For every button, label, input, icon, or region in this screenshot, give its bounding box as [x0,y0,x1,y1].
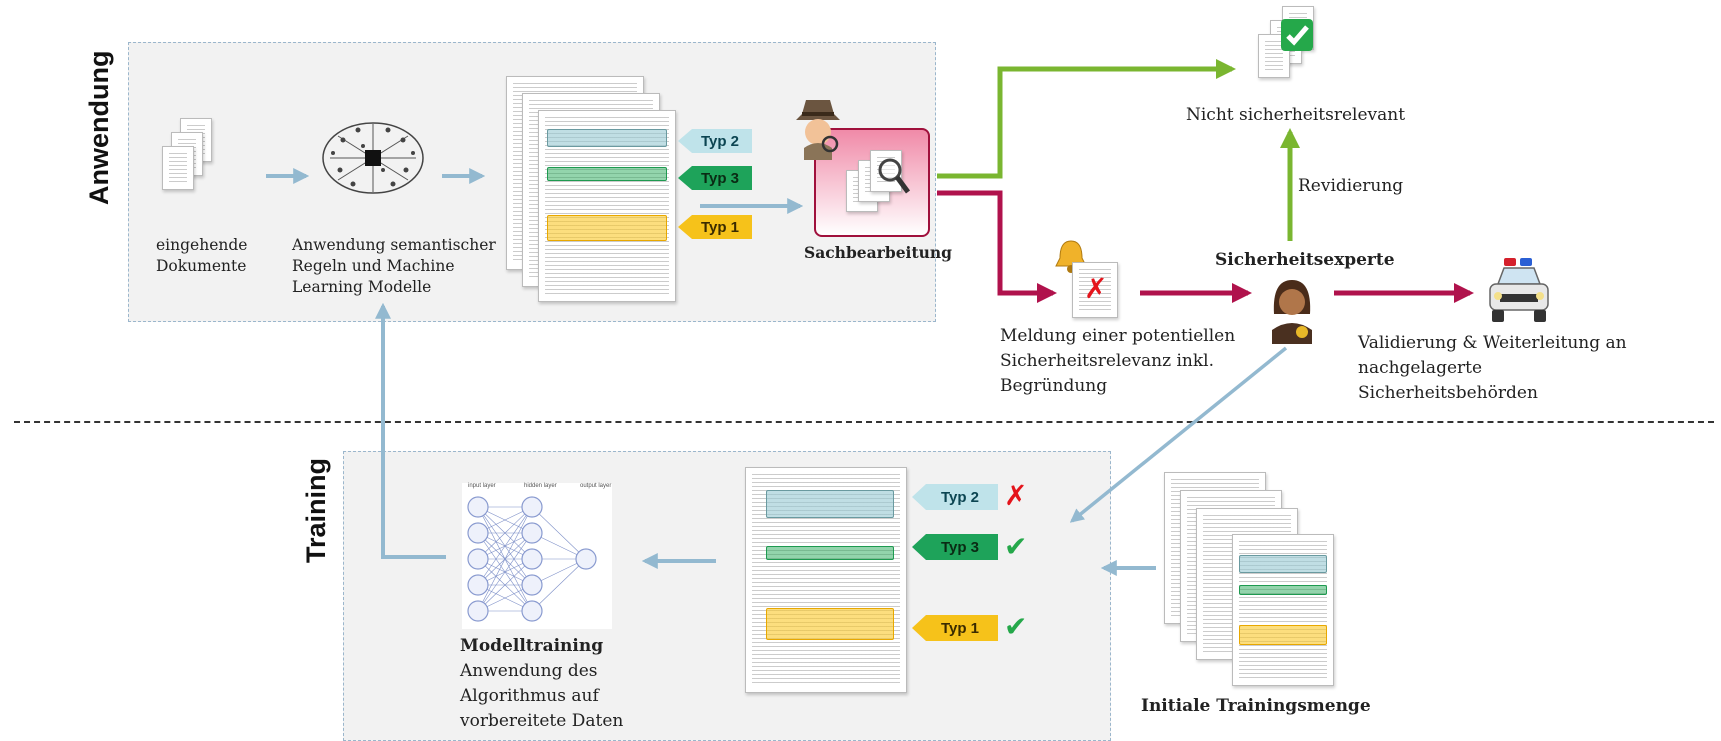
model-training-title: Modelltraining [460,636,604,656]
nn-node [467,522,489,544]
labeled-document [745,467,907,693]
section-divider [14,421,1714,423]
cross-mark-icon: ✗ [1004,479,1028,512]
nn-node [467,548,489,570]
nn-edge [477,506,533,560]
neural-network-diagram: input layer hidden layer output layer [462,483,612,629]
incoming-docs-label: eingehende Dokumente [156,236,248,275]
nn-node [521,548,543,570]
nn-edge [531,506,587,560]
check-mark-icon: ✔ [1004,530,1028,563]
revision-label: Revidierung [1298,176,1404,196]
nn-node [467,496,489,518]
checked-documents-icon [1258,6,1318,92]
magnifier-icon [878,158,911,194]
tag-typ-1-bottom: Typ 1 [912,615,998,641]
case-processing-label: Sachbearbeitung [804,243,952,262]
security-expert-title: Sicherheitsexperte [1215,250,1395,270]
initial-training-document-stack [1164,472,1334,686]
model-training-desc: Anwendung des Algorithmus auf vorbereite… [460,661,624,731]
rejected-document-icon: ✗ [1072,262,1120,320]
nn-node [521,574,543,596]
nn-edge [477,506,533,586]
brain-chip-icon [322,122,424,194]
check-mark-icon: ✔ [1004,610,1028,643]
alarm-bell-icon [1055,240,1087,273]
tag-typ-3-bottom: Typ 3 [912,534,998,560]
tag-typ-2-bottom: Typ 2 [912,484,998,510]
security-expert-icon [1272,280,1312,344]
nn-output-layer-label: output layer [580,483,612,489]
validation-label: Validierung & Weiterleitung an nachgelag… [1358,333,1627,403]
arrow-expert-to-training [1069,346,1288,523]
tag-typ-1-top: Typ 1 [678,215,752,239]
arrow-training-to-application [375,302,446,559]
tag-typ-3-top: Typ 3 [678,166,752,190]
arrow-case-to-not-relevant [937,59,1236,179]
nn-hidden-layer-label: hidden layer [524,483,557,489]
report-label: Meldung einer potentiellen Sicherheitsre… [1000,326,1236,396]
nn-node [467,574,489,596]
nn-node [521,496,543,518]
nn-edge [531,558,587,612]
nn-node [521,600,543,622]
nn-input-layer-label: input layer [468,483,496,489]
nn-node [575,548,597,570]
nn-edge [477,558,533,612]
not-security-relevant-label: Nicht sicherheitsrelevant [1186,105,1406,125]
document-stack-icon [162,118,212,202]
nn-edge [477,532,533,612]
detective-icon [796,100,840,160]
nn-node [521,522,543,544]
semantic-rules-label: Anwendung semantischer Regeln und Machin… [292,236,496,296]
tagged-document-stack [506,76,676,302]
police-car-icon [1489,258,1549,322]
neural-network-icon [467,496,597,622]
tag-typ-2-top: Typ 2 [678,129,752,153]
initial-training-set-label: Initiale Trainingsmenge [1141,696,1371,716]
case-processing-box [814,128,930,237]
nn-node [467,600,489,622]
arrow-case-to-report [937,190,1057,303]
nn-edge [477,506,533,612]
